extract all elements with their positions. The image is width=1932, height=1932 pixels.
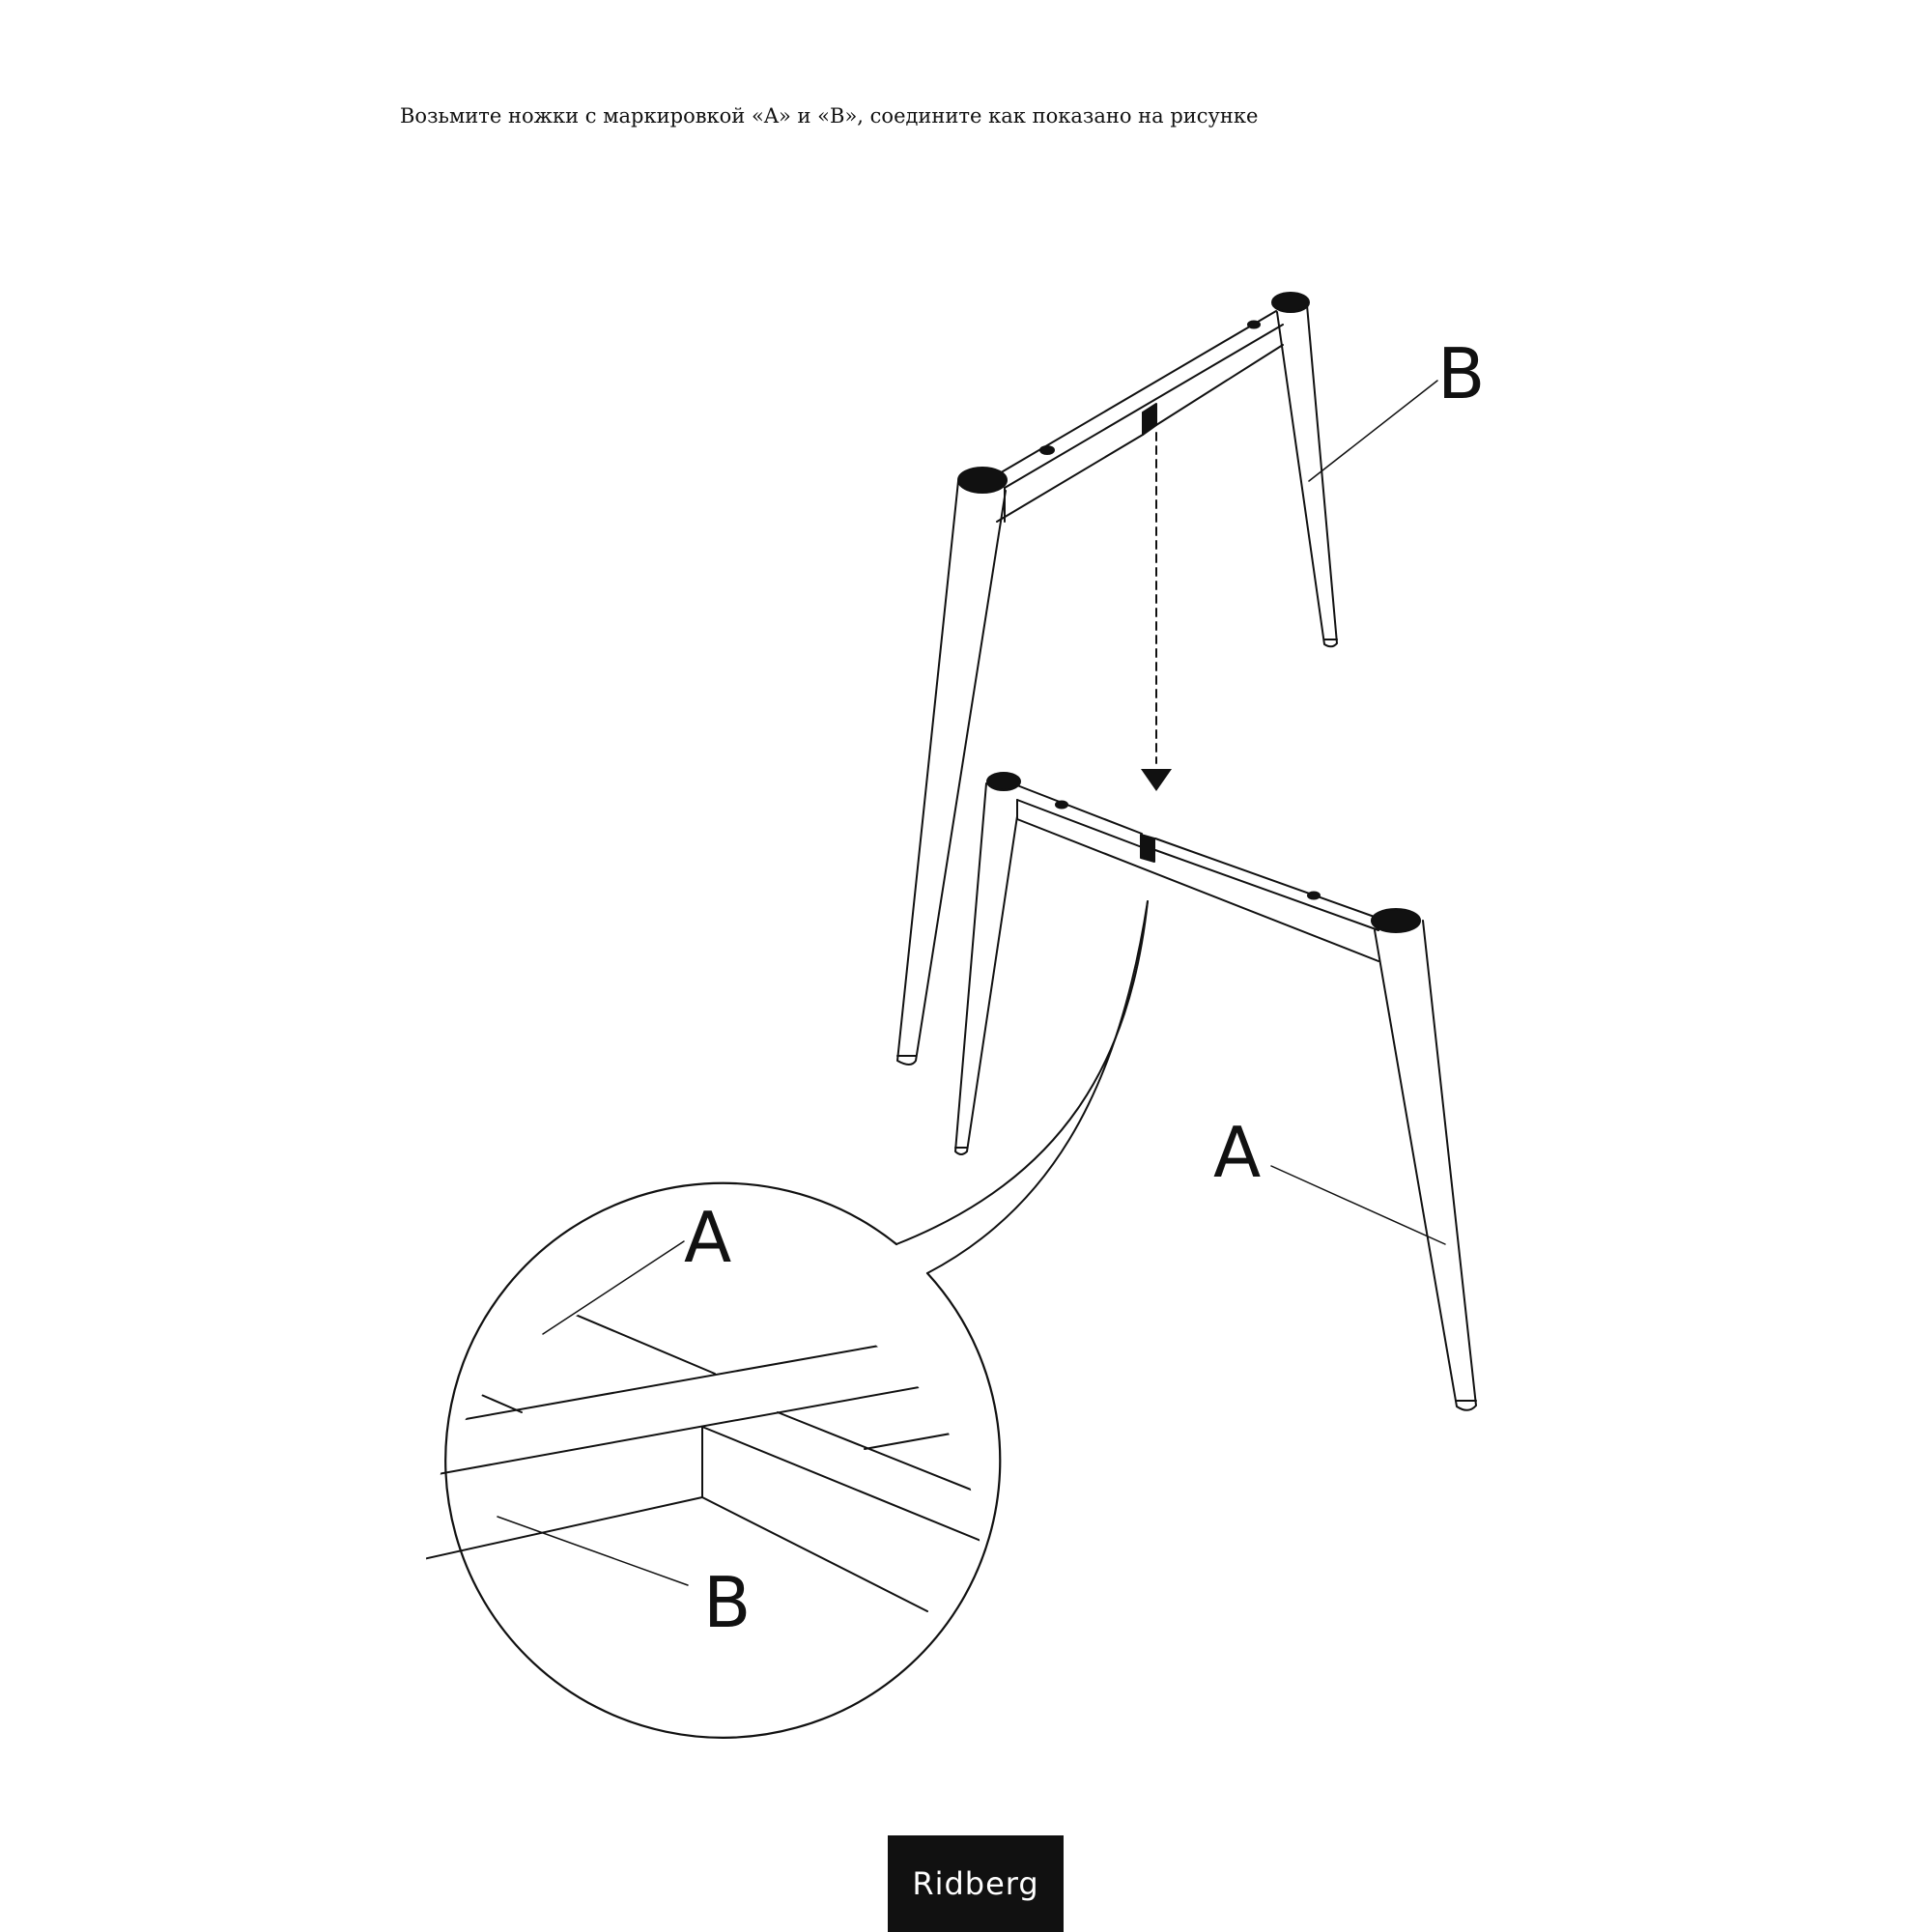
callout-tail-outer [926,900,1149,1274]
callout-tail [895,900,1149,1245]
leader-leg-a [1270,1165,1446,1245]
detail-magnifier [426,1181,1002,1739]
label-detail-b: B [703,1562,751,1643]
leg-set-b [896,292,1338,1065]
leader-detail-a [542,1240,685,1335]
leader-detail-b [497,1516,689,1586]
instruction-text: Возьмите ножки с маркировкой «A» и «B», … [400,104,1259,128]
label-leg-a: A [1213,1112,1261,1193]
label-leg-b: B [1437,333,1485,414]
label-detail-a: A [684,1197,731,1278]
insertion-arrow [1141,432,1172,791]
leg-set-a [954,772,1477,1411]
brand-logo: Ridberg [888,1835,1064,1932]
leader-leg-b [1308,380,1438,482]
